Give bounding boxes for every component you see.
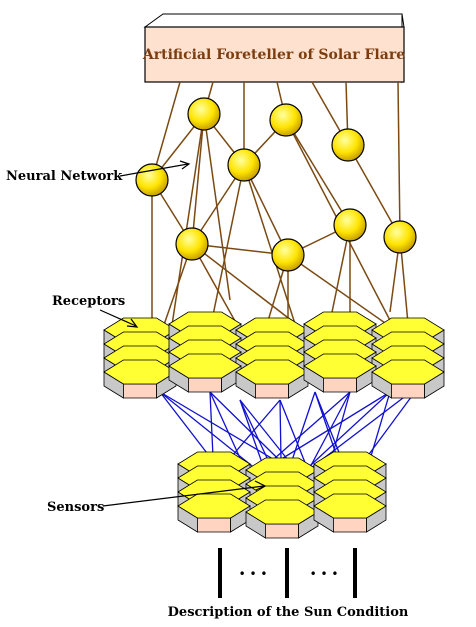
hex-cell xyxy=(177,493,251,533)
network-link xyxy=(287,254,396,331)
network-link xyxy=(243,164,289,256)
sensors-label: Sensors xyxy=(47,500,104,515)
network-link xyxy=(397,81,401,238)
network-link xyxy=(285,119,351,226)
receptor-layer xyxy=(103,311,445,399)
hex-cell xyxy=(371,359,445,399)
dots-left: • • • xyxy=(239,567,268,581)
receptors-label: Receptors xyxy=(52,294,125,309)
hex-cell xyxy=(245,499,319,539)
label-arrows xyxy=(99,160,267,507)
hex-cell xyxy=(313,493,387,533)
neuron xyxy=(383,220,417,254)
sensor-layer xyxy=(177,451,387,539)
neuron xyxy=(175,227,209,261)
network-link xyxy=(203,113,231,301)
title-text: Artificial Foreteller of Solar Flare xyxy=(142,47,405,63)
input-bars xyxy=(218,548,357,598)
network-link xyxy=(171,113,205,326)
network-link xyxy=(151,81,181,181)
neuron xyxy=(187,97,221,131)
sensor-link xyxy=(299,391,391,476)
neuron xyxy=(271,238,305,272)
neuron xyxy=(269,103,303,137)
neuron xyxy=(331,128,365,162)
hex-cell xyxy=(168,353,242,393)
neuron xyxy=(333,208,367,242)
neurons xyxy=(135,97,417,272)
hex-cell xyxy=(303,353,377,393)
neural-network-label: Neural Network xyxy=(6,169,123,184)
network-link xyxy=(211,164,245,321)
network-link xyxy=(191,113,205,245)
hex-cell xyxy=(235,359,309,399)
title-box: Artificial Foreteller of Solar Flare xyxy=(142,13,405,84)
bottom-label: Description of the Sun Condition xyxy=(168,605,409,620)
network-link xyxy=(347,144,401,238)
hex-cell xyxy=(103,359,177,399)
dots-right: • • • xyxy=(310,567,339,581)
neuron xyxy=(227,148,261,182)
